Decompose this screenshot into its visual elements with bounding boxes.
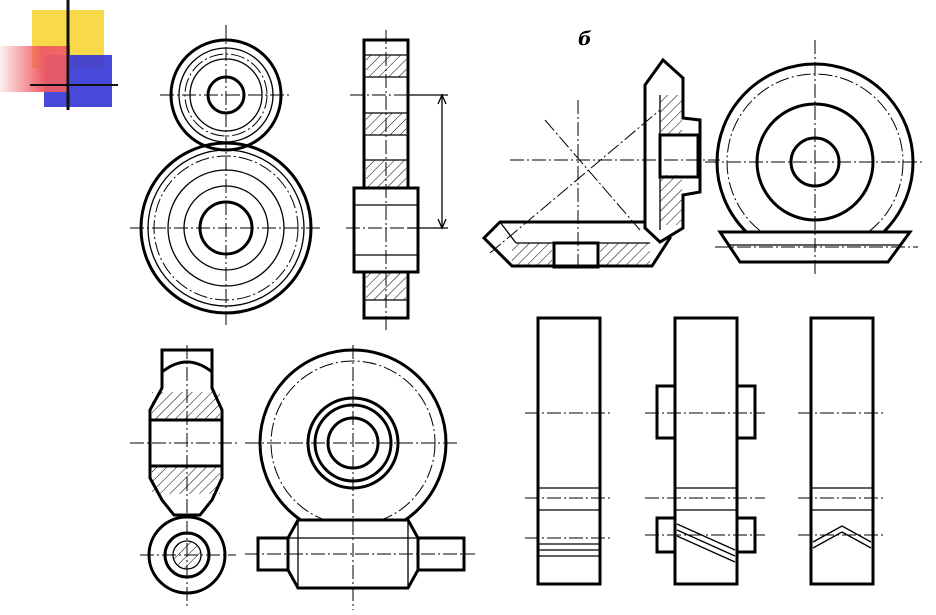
spur-gear-side-section — [346, 30, 448, 330]
variant-b-label: б — [578, 28, 592, 50]
bevel-gear-section — [481, 57, 720, 270]
worm-gear-side-section — [130, 345, 240, 608]
bevel-gear-end-view — [705, 40, 925, 275]
spur-gear-front-view — [130, 25, 322, 325]
corner-color-squares-icon — [0, 0, 118, 110]
exercise-helical-blank — [645, 316, 765, 586]
exercise-spur-blank — [525, 316, 612, 586]
worm-gear-front-view — [245, 345, 475, 610]
exercise-herringbone-blank — [798, 316, 886, 586]
